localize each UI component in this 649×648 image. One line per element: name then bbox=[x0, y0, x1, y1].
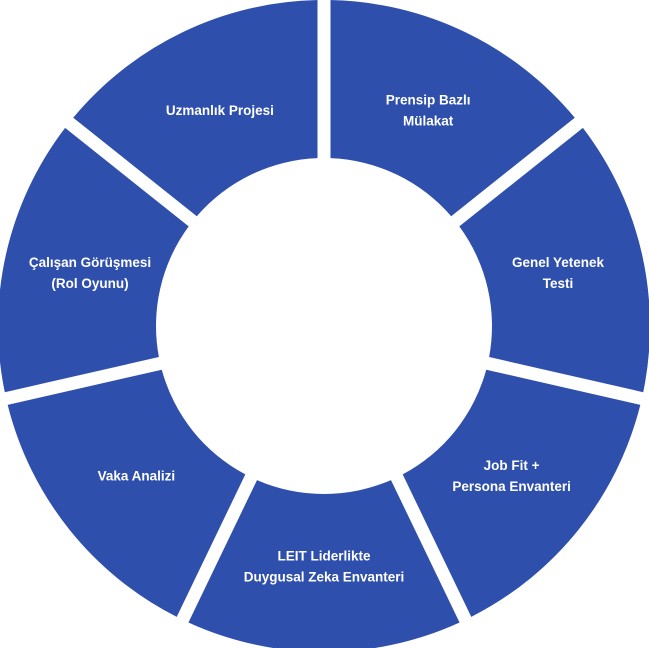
segment-label-line: Persona Envanteri bbox=[452, 479, 571, 494]
wheel-segment bbox=[402, 369, 641, 617]
segment-label: Çalışan Görüşmesi (Rol Oyunu) bbox=[29, 255, 151, 291]
segment-label-line: Job Fit + bbox=[484, 458, 540, 473]
segment-label-line: Mülakat bbox=[403, 113, 454, 128]
segment-label: Uzmanlık Projesi bbox=[166, 103, 274, 118]
segment-label-line: Genel Yetenek bbox=[512, 255, 605, 270]
wheel-segment bbox=[188, 480, 460, 648]
segment-label: Vaka Analizi bbox=[98, 469, 176, 484]
wheel-segment bbox=[459, 127, 649, 393]
wheel-segment bbox=[0, 127, 189, 393]
segment-label-line: Testi bbox=[543, 276, 574, 291]
segment-label-line: (Rol Oyunu) bbox=[51, 276, 128, 291]
segment-label: Job Fit + Persona Envanteri bbox=[452, 458, 571, 494]
wheel-segment bbox=[73, 0, 318, 217]
wheel-segment bbox=[7, 369, 246, 617]
segment-label-line: LEIT Liderlikte bbox=[277, 549, 371, 564]
segment-label-line: Prensip Bazlı bbox=[386, 92, 471, 107]
segment-label-line: Duygusal Zeka Envanteri bbox=[244, 570, 405, 585]
segment-label-line: Çalışan Görüşmesi bbox=[29, 255, 151, 270]
segment-label-line: Uzmanlık Projesi bbox=[166, 103, 274, 118]
segment-label-line: Vaka Analizi bbox=[98, 469, 176, 484]
wheel-segment bbox=[330, 0, 575, 217]
